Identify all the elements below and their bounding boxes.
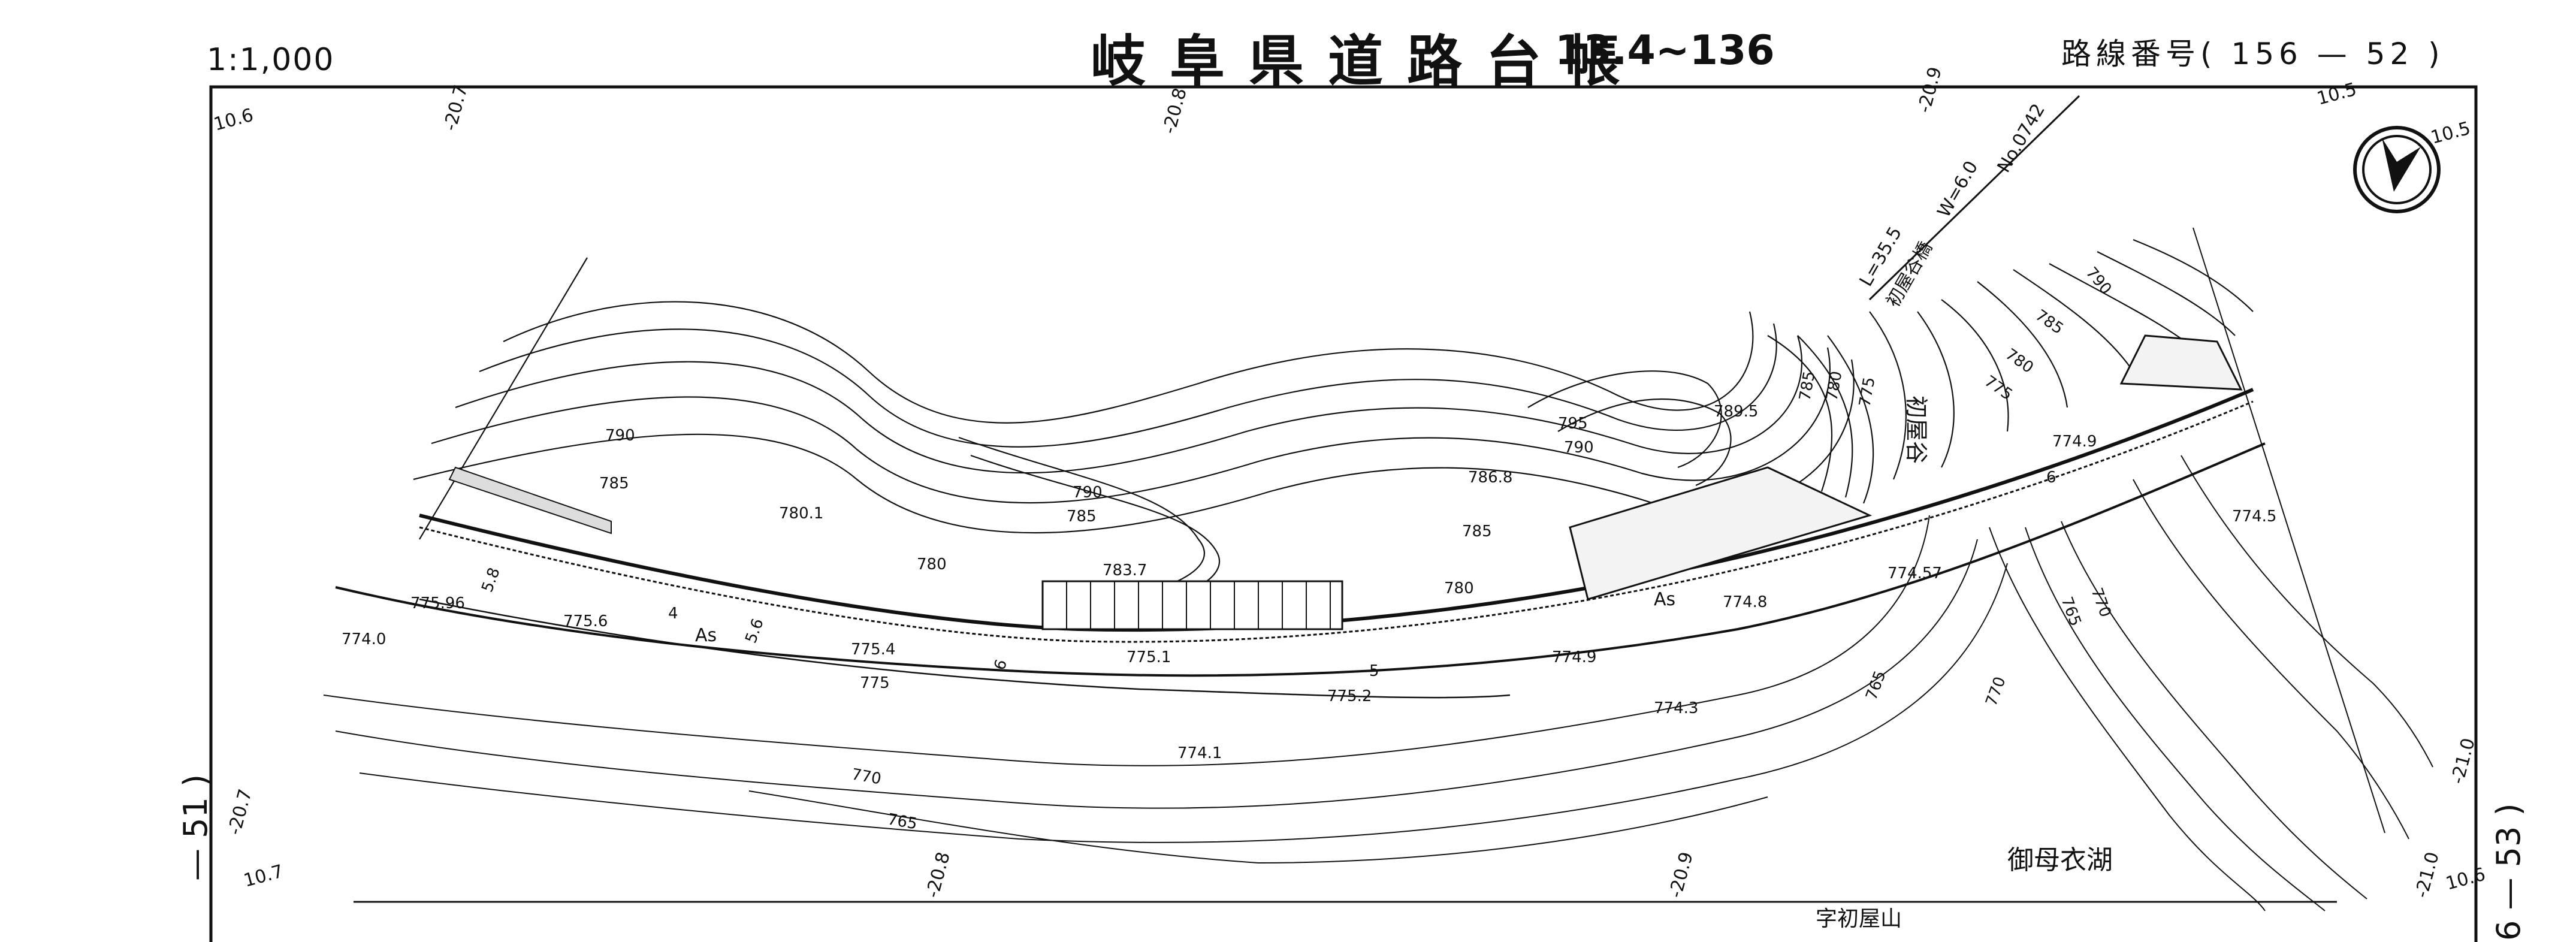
grid-tick-labels: -20.7 -20.8 -20.9 -21.0 -20.7 -20.8 -20.… bbox=[224, 65, 2480, 900]
contour-label: 795 bbox=[1558, 415, 1588, 433]
grid-tick: -20.9 bbox=[1914, 65, 1946, 115]
contour-label: 790 bbox=[1564, 439, 1594, 457]
contour-label: 765 bbox=[1862, 668, 1889, 702]
contour-label: 780 bbox=[917, 555, 947, 573]
contour-label: 780 bbox=[1444, 579, 1474, 597]
contour-labels: 790 785 780 790 785 780 795 790 785 785 … bbox=[599, 264, 2115, 833]
contour-label: 790 bbox=[605, 427, 635, 445]
spot-height: 774.9 bbox=[1552, 648, 1596, 666]
contour-label: 790 bbox=[2082, 264, 2115, 298]
contour-label: 780 bbox=[1823, 370, 1846, 402]
left-page-ref: — 51 ) bbox=[177, 774, 215, 881]
contour-lines-lower bbox=[323, 227, 2433, 911]
title-suffix: 13.4~136 bbox=[1555, 27, 1775, 74]
spot-height: 775.4 bbox=[851, 641, 895, 659]
spot-height: 774.1 bbox=[1177, 744, 1222, 762]
road-width-mark: 5 bbox=[1369, 662, 1379, 680]
contour-label: 775 bbox=[1856, 376, 1879, 408]
retaining-wall bbox=[448, 466, 1343, 630]
contour-label: 785 bbox=[1067, 508, 1097, 526]
grid-tick: -20.7 bbox=[440, 83, 472, 133]
map-frame bbox=[209, 85, 2478, 942]
road-width-mark: 6 bbox=[2046, 469, 2056, 487]
corner-tick: 10.6 bbox=[212, 105, 256, 135]
road-surface-as: As bbox=[695, 625, 717, 646]
bridge-annotation: L=35.5 W=6.0 No.0742 初屋谷橋 bbox=[1856, 95, 2080, 311]
corner-tick: 10.7 bbox=[241, 861, 286, 892]
grid-tick: -20.8 bbox=[922, 850, 955, 900]
place-name-district: 字初屋山 bbox=[1816, 907, 1902, 931]
contour-label: 785 bbox=[2032, 306, 2067, 338]
grid-tick: -20.9 bbox=[1665, 850, 1698, 900]
grid-tick: -21.0 bbox=[2411, 850, 2444, 900]
contour-label: 765 bbox=[886, 810, 919, 833]
spot-height: 774.8 bbox=[1723, 593, 1767, 611]
place-name-lake: 御母衣湖 bbox=[2007, 845, 2113, 875]
route-number: 路線番号( 156 — 52 ) bbox=[2061, 37, 2445, 71]
spot-height: 774.0 bbox=[342, 630, 386, 648]
grid-tick: -20.7 bbox=[224, 787, 256, 837]
north-arrow-icon bbox=[2353, 126, 2441, 213]
spot-height: 783.7 bbox=[1103, 561, 1147, 579]
right-page-ref: 6 — 53 ) bbox=[2490, 803, 2527, 941]
road-outline bbox=[335, 388, 2266, 699]
spot-height-labels: 780.1 783.7 786.8 789.5 775.96 775.6 774… bbox=[342, 403, 2276, 762]
bridge-number: No.0742 bbox=[1994, 100, 2049, 176]
contour-label: 765 bbox=[2057, 594, 2084, 629]
page-title: 岐阜県道路台帳 bbox=[1091, 29, 1645, 93]
spot-height: 786.8 bbox=[1468, 469, 1512, 487]
road-width-mark: 4 bbox=[668, 605, 678, 623]
dotted-area bbox=[1569, 334, 2243, 600]
contour-label: 770 bbox=[850, 765, 883, 788]
road-width-mark: 5.6 bbox=[742, 616, 767, 645]
contour-label: 785 bbox=[1462, 523, 1492, 541]
bridge-width: W=6.0 bbox=[1934, 158, 1983, 221]
corner-tick: 10.5 bbox=[2315, 79, 2359, 110]
corner-tick-labels: 10.6 10.5 10.5 10.7 10.6 bbox=[212, 79, 2488, 895]
corner-tick: 10.6 bbox=[2444, 864, 2488, 895]
spot-height: 780.1 bbox=[779, 505, 823, 523]
contour-label: 775 bbox=[860, 674, 890, 692]
map-scale: 1:1,000 bbox=[207, 42, 335, 78]
contour-label: 785 bbox=[1796, 370, 1819, 402]
contour-label: 770 bbox=[2087, 585, 2114, 620]
spot-height: 775.6 bbox=[563, 612, 608, 630]
spot-height: 774.57 bbox=[1888, 564, 1942, 582]
spot-height: 775.2 bbox=[1327, 687, 1372, 705]
contour-label: 770 bbox=[1982, 674, 2009, 708]
contour-label: 790 bbox=[1073, 484, 1103, 502]
place-name-valley: 初屋谷 bbox=[1903, 395, 1929, 464]
spot-height: 774.5 bbox=[2232, 508, 2276, 526]
road-width-mark: 5.8 bbox=[478, 565, 503, 594]
spot-height: 789.5 bbox=[1714, 403, 1758, 421]
spot-height: 774.3 bbox=[1654, 699, 1698, 717]
road-surface-as: As bbox=[1654, 589, 1675, 610]
contour-lines-upper bbox=[413, 238, 2254, 612]
spot-height: 774.9 bbox=[2052, 433, 2097, 451]
contour-label: 775 bbox=[1981, 372, 2016, 404]
corner-tick: 10.5 bbox=[2429, 118, 2473, 149]
spot-height: 775.96 bbox=[410, 594, 465, 612]
contour-label: 785 bbox=[599, 475, 629, 493]
contour-label: 780 bbox=[2002, 345, 2037, 377]
spot-height: 775.1 bbox=[1127, 648, 1171, 666]
